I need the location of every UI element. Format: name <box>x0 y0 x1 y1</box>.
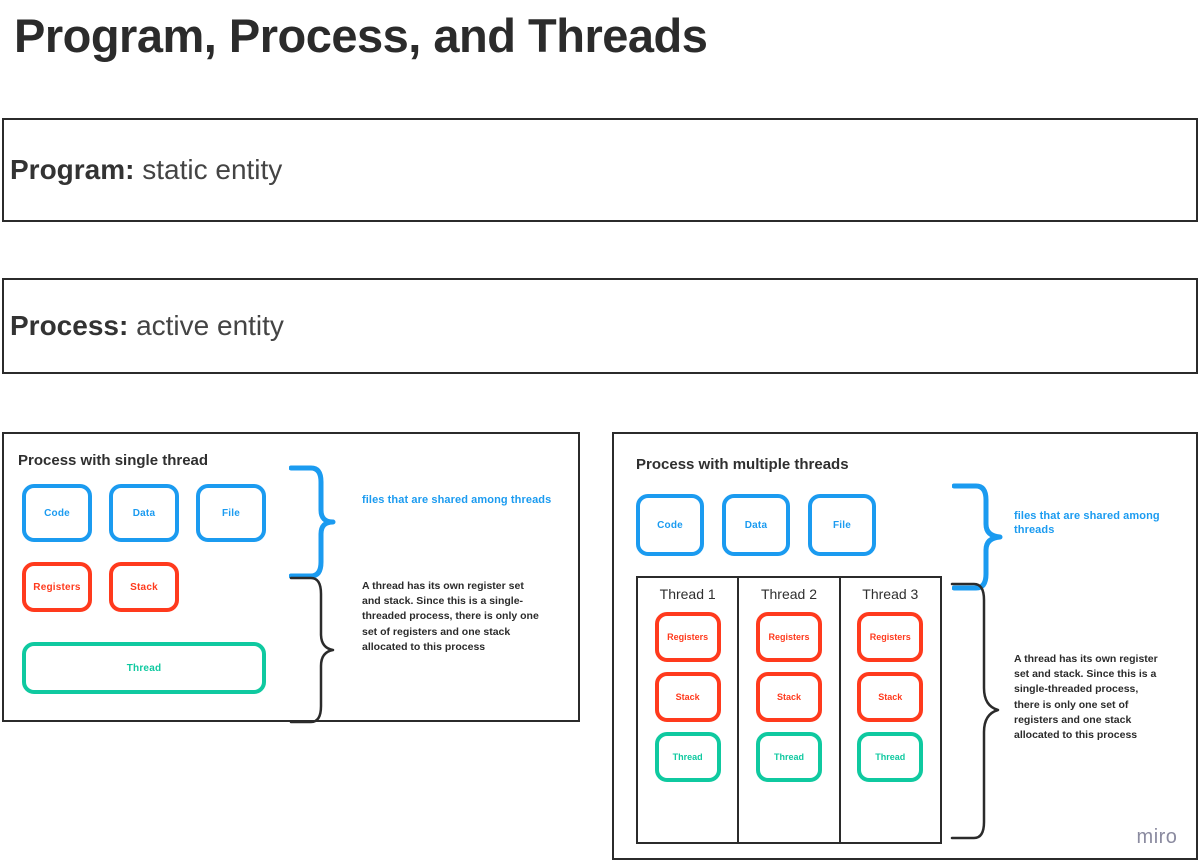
resource-box-file: File <box>196 484 266 542</box>
resource-box-label: Code <box>44 507 70 519</box>
thread-cell-stack: Stack <box>654 672 721 722</box>
resource-box-data: Data <box>722 494 790 556</box>
definition-bar-process: Process: active entity <box>2 278 1198 374</box>
thread-column-header: Thread 3 <box>862 586 919 602</box>
thread-cell-label: Registers <box>667 632 709 642</box>
definition-term-process: Process: <box>10 310 129 341</box>
definition-text-program: Program: static entity <box>4 154 282 186</box>
resource-box-label: File <box>832 519 852 531</box>
thread-registers-note: A thread has its own register set and st… <box>362 580 539 653</box>
shared-files-note: files that are shared among threads <box>1014 510 1160 536</box>
thread-cell-stack: Stack <box>857 672 924 722</box>
resource-box-label: Stack <box>130 581 158 593</box>
blue-brace-icon <box>952 483 1003 591</box>
thread-column-header: Thread 2 <box>760 586 818 602</box>
thread-cell-label: Thread <box>773 752 804 762</box>
resource-box-data: Data <box>109 484 179 542</box>
resource-box-label: File <box>221 507 241 519</box>
resource-box-code: Code <box>22 484 92 542</box>
thread-cell-registers: Registers <box>654 612 721 662</box>
panel-single-thread: Process with single thread Code Data Fil… <box>2 432 580 724</box>
resource-box-label: Data <box>744 519 768 531</box>
page-title: Program, Process, and Threads <box>14 9 708 62</box>
thread-cell-registers: Registers <box>857 612 924 662</box>
panel-single-thread-title: Process with single thread <box>18 452 209 469</box>
definition-bar-program: Program: static entity <box>2 118 1198 222</box>
blue-brace-icon <box>289 465 336 579</box>
shared-files-note: files that are shared among threads <box>362 494 552 506</box>
resource-box-label: Registers <box>33 581 81 593</box>
thread-cell-label: Stack <box>878 692 903 702</box>
resource-box-label: Code <box>657 519 683 531</box>
definition-value-program: static entity <box>134 154 283 185</box>
definition-term-program: Program: <box>10 154 135 185</box>
thread-cell-label: Stack <box>675 692 700 702</box>
thread-column-header: Thread 1 <box>659 586 716 602</box>
thread-cell-label: Registers <box>768 632 810 642</box>
thread-cell-thread: Thread <box>857 732 924 782</box>
resource-box-label: Data <box>132 507 156 519</box>
thread-column-3: Thread 3 Registers Stack Thread <box>838 576 942 844</box>
dark-brace-icon <box>289 576 335 724</box>
dark-brace-icon <box>950 582 1000 840</box>
resource-box-code: Code <box>636 494 704 556</box>
thread-cell-label: Thread <box>875 752 906 762</box>
thread-cell-label: Registers <box>869 632 911 642</box>
resource-box-file: File <box>808 494 876 556</box>
panel-multi-thread: Process with multiple threads Code Data … <box>612 432 1198 860</box>
thread-cell-stack: Stack <box>755 672 822 722</box>
thread-cell-thread: Thread <box>654 732 721 782</box>
resource-box-registers: Registers <box>22 562 92 612</box>
thread-cell-label: Thread <box>672 752 703 762</box>
thread-cell-thread: Thread <box>755 732 822 782</box>
thread-registers-note: A thread has its own register set and st… <box>1014 653 1158 742</box>
thread-grid: Thread 1 Registers Stack Thread Thread 2… <box>636 576 942 844</box>
thread-column-1: Thread 1 Registers Stack Thread <box>636 576 738 844</box>
thread-cell-registers: Registers <box>755 612 822 662</box>
resource-box-stack: Stack <box>109 562 179 612</box>
definition-value-process: active entity <box>128 310 284 341</box>
thread-cell-label: Stack <box>776 692 801 702</box>
panel-multi-thread-title: Process with multiple threads <box>636 456 849 473</box>
resource-box-thread: Thread <box>22 642 266 694</box>
definition-text-process: Process: active entity <box>4 310 284 342</box>
miro-watermark: miro <box>1122 817 1192 857</box>
thread-column-2: Thread 2 Registers Stack Thread <box>737 576 839 844</box>
resource-box-label: Thread <box>126 662 162 674</box>
